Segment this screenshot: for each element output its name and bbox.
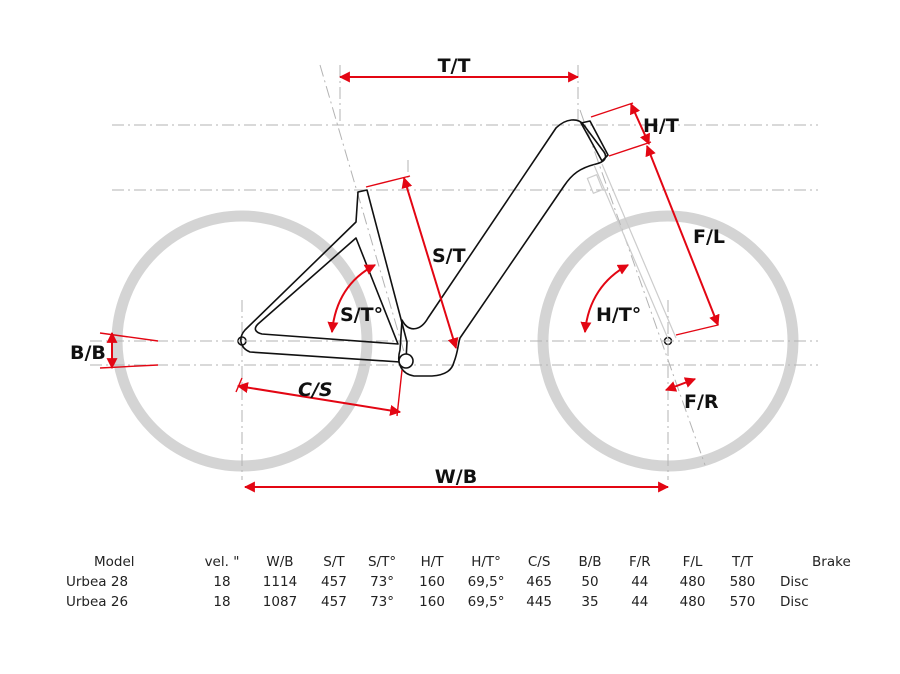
header-fl: F/L — [682, 554, 703, 570]
header-st: S/T — [323, 554, 345, 570]
cell-bb: 35 — [581, 594, 599, 610]
guide-lines — [90, 64, 818, 480]
cell-hta: 69,5° — [467, 594, 505, 610]
header-brake: Brake — [812, 554, 851, 570]
header-cs: C/S — [527, 554, 551, 570]
ht-extension-bottom — [608, 141, 652, 157]
dimension-lines — [99, 71, 720, 493]
hta-arc — [580, 264, 629, 334]
header-sta: S/T° — [367, 554, 397, 570]
cell-wb: 1114 — [262, 574, 298, 590]
rear-triangle-inner — [254, 237, 399, 345]
fr-label: F/R — [684, 391, 719, 413]
fl-dimension — [645, 144, 720, 327]
head-tube — [580, 120, 609, 162]
cell-ht: 160 — [419, 574, 445, 590]
cell-st: 457 — [321, 594, 347, 610]
cs-dimension — [236, 382, 402, 416]
fl-extension — [675, 324, 719, 336]
cell-cs: 445 — [526, 594, 553, 610]
cell-fl: 480 — [679, 574, 706, 590]
geometry-spec-table: Model vel. " W/B S/T S/T° H/T H/T° C/S B… — [52, 552, 900, 612]
cell-wb: 1087 — [262, 594, 298, 610]
header-tt: T/T — [731, 554, 754, 570]
st-extension — [365, 175, 411, 188]
hta-label: H/T° — [596, 304, 641, 326]
main-frame — [398, 119, 607, 377]
header-bb: B/B — [578, 554, 602, 570]
bottom-bracket — [398, 353, 414, 369]
fr-dimension — [664, 377, 697, 392]
cs-tick-rear — [235, 377, 243, 393]
cell-tt: 580 — [729, 574, 756, 590]
st-label: S/T — [432, 245, 466, 267]
sta-label: S/T° — [340, 304, 383, 326]
table-row: Urbea 28 18 1114 457 73° 160 69,5° 465 5… — [52, 572, 900, 592]
header-ht: H/T — [420, 554, 444, 570]
cell-sta: 73° — [370, 574, 394, 590]
header-hta: H/T° — [471, 554, 501, 570]
header-size: vel. " — [204, 554, 240, 570]
ht-extension-top — [590, 102, 634, 118]
bike-geometry-diagram: T/T H/T S/T F/L S/T° H/T° B/B C/S F/R W/… — [70, 55, 818, 493]
cell-tt: 570 — [729, 594, 756, 610]
ht-dimension — [630, 102, 650, 146]
bb-top-tick — [99, 332, 159, 342]
bb-label: B/B — [70, 342, 106, 364]
cell-model: Urbea 28 — [66, 574, 129, 590]
st-dimension — [401, 176, 459, 350]
bike-frame — [240, 119, 677, 377]
cell-brake: Disc — [780, 574, 809, 590]
cs-label: C/S — [298, 379, 333, 401]
cell-size: 18 — [213, 574, 231, 590]
header-fr: F/R — [628, 554, 651, 570]
cell-fr: 44 — [631, 594, 649, 610]
cell-ht: 160 — [419, 594, 445, 610]
fl-label: F/L — [693, 226, 725, 248]
cell-hta: 69,5° — [467, 574, 505, 590]
cell-brake: Disc — [780, 594, 809, 610]
header-model: Model — [94, 554, 135, 570]
cell-fl: 480 — [679, 594, 706, 610]
cell-sta: 73° — [370, 594, 394, 610]
cell-st: 457 — [321, 574, 347, 590]
header-wb: W/B — [266, 554, 294, 570]
tt-label: T/T — [438, 55, 471, 77]
cell-bb: 50 — [581, 574, 599, 590]
cell-model: Urbea 26 — [66, 594, 129, 610]
cs-tick-bb — [396, 369, 403, 417]
cell-cs: 465 — [526, 574, 553, 590]
table-header-row: Model vel. " W/B S/T S/T° H/T H/T° C/S B… — [52, 552, 900, 572]
table-row: Urbea 26 18 1087 457 73° 160 69,5° 445 3… — [52, 592, 900, 612]
cell-size: 18 — [213, 594, 231, 610]
cell-fr: 44 — [631, 574, 649, 590]
sta-arc — [327, 264, 376, 334]
ht-label: H/T — [643, 115, 679, 137]
wb-label: W/B — [435, 466, 477, 488]
